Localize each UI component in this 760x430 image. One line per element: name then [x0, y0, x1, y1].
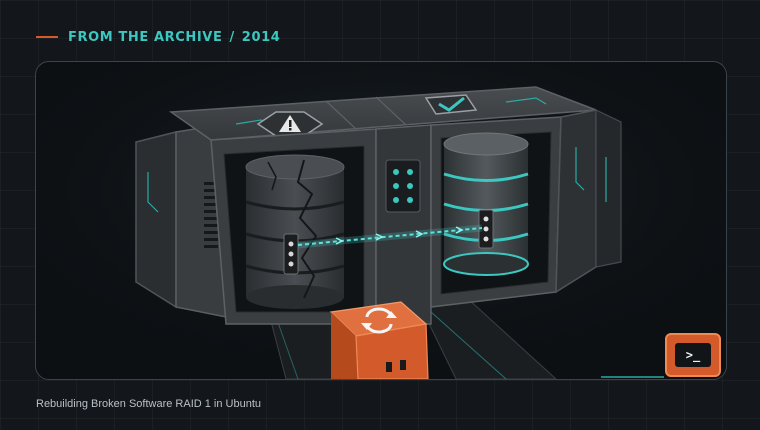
sync-module	[329, 301, 429, 379]
header-separator: /	[229, 29, 235, 45]
sync-icon	[361, 307, 397, 334]
center-column	[375, 124, 432, 325]
hero-illustration-card: >_	[35, 61, 727, 380]
warning-icon	[256, 111, 324, 137]
terminal-prompt: >_	[685, 348, 701, 362]
archive-header: FROM THE ARCHIVE / 2014	[36, 26, 280, 48]
header-year: 2014	[241, 29, 281, 45]
healthy-drive-icon	[443, 132, 529, 276]
header-text: FROM THE ARCHIVE / 2014	[68, 30, 280, 45]
failed-drive-icon	[245, 154, 345, 309]
terminal-icon: >_	[675, 343, 711, 367]
checkmark-icon	[424, 94, 478, 115]
terminal-button[interactable]: >_	[665, 333, 721, 377]
header-accent-rule	[36, 36, 58, 38]
article-caption: Rebuilding Broken Software RAID 1 in Ubu…	[36, 398, 262, 410]
data-sync-stream	[297, 224, 483, 249]
header-label: FROM THE ARCHIVE	[68, 29, 223, 45]
right-cabinet	[555, 109, 622, 294]
raid-illustration	[36, 62, 726, 379]
